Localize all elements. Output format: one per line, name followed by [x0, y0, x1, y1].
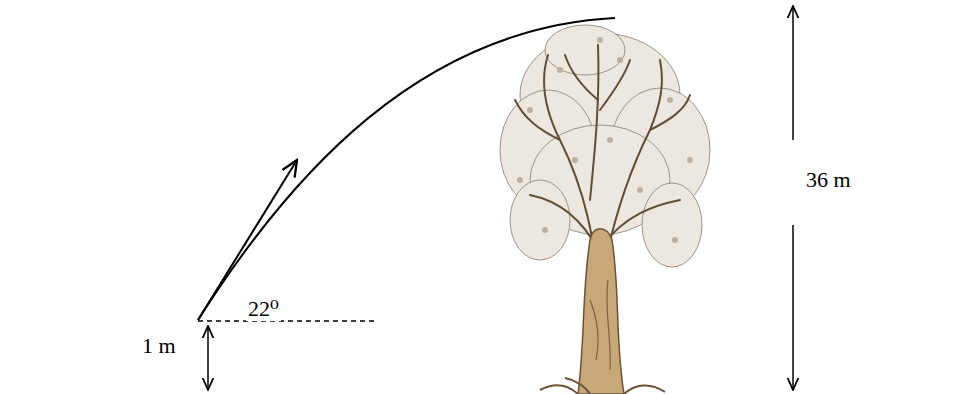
angle-label: 22⁰ — [246, 297, 281, 321]
height-arrow — [207, 326, 209, 390]
dimension-label: 36 m — [804, 168, 853, 192]
tree-height-arrow — [792, 6, 794, 140]
tree-illustration — [500, 25, 710, 394]
dimension-label: 1 m — [140, 334, 178, 358]
velocity-arrow — [198, 160, 297, 320]
horizontal-reference — [198, 320, 376, 321]
tree-height-arrow — [792, 225, 794, 390]
